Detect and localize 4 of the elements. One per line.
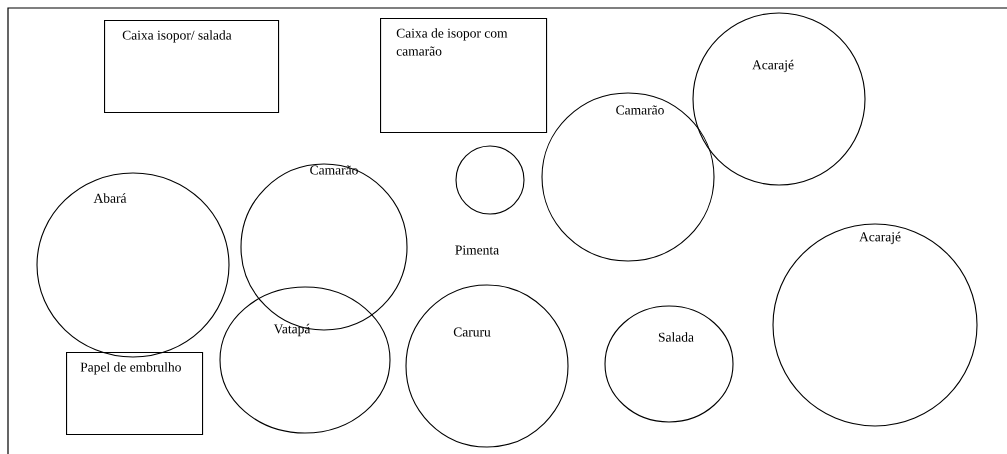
node-label: Pimenta — [455, 245, 499, 255]
label-box: Caixa de isopor com camarão — [380, 18, 548, 134]
label-box: Caixa isopor/ salada — [104, 20, 280, 114]
label-box: Papel de embrulho — [66, 352, 204, 436]
